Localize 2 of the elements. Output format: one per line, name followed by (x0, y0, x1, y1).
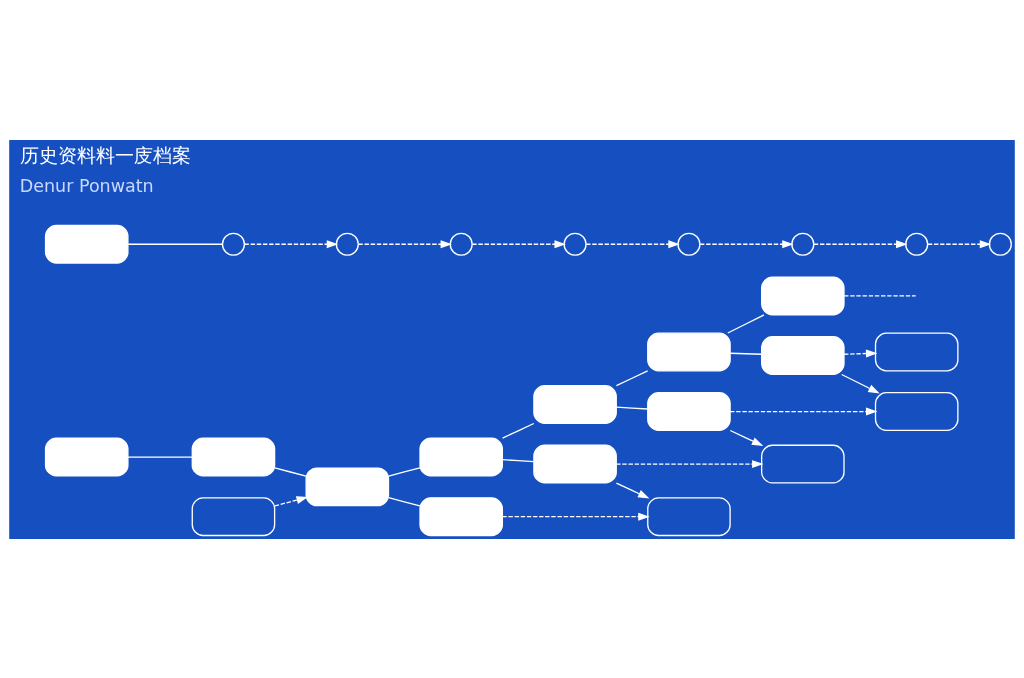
diagram-title: 历史资料料一庋档案 (20, 143, 192, 167)
label: Denur Ponwatn (19, 175, 154, 196)
